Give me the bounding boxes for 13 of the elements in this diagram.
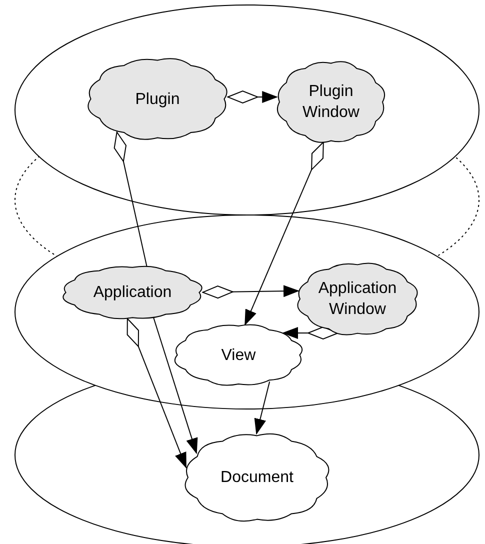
connector-arrow — [254, 381, 270, 435]
node-label: View — [221, 346, 256, 366]
connector-arrow — [153, 317, 198, 454]
node-label: Plugin — [135, 90, 180, 110]
connector-arrow — [202, 285, 300, 299]
node-label: Document — [220, 468, 294, 488]
connector-arrow — [282, 326, 339, 340]
node-label: Application — [93, 283, 172, 303]
connector-arrow — [126, 318, 187, 469]
connector-arrow — [227, 90, 278, 104]
connector-arrow — [244, 142, 324, 326]
node-label: Application Window — [317, 279, 398, 320]
node-label: Plugin Window — [302, 82, 360, 123]
